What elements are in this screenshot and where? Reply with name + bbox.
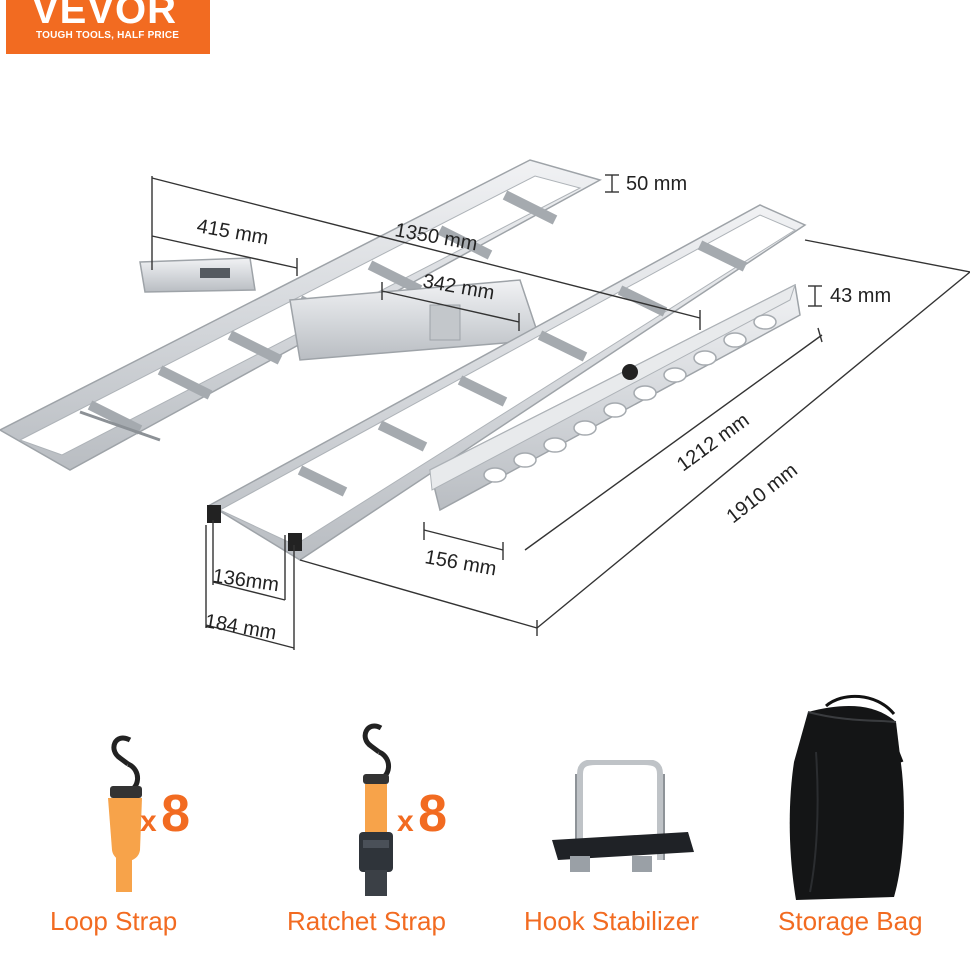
brand-logo: VEVOR TOUGH TOOLS, HALF PRICE — [6, 0, 210, 54]
dim-arm-length: 415 mm — [195, 215, 270, 249]
dim-channel-inner: 136mm — [211, 565, 280, 596]
loop-strap-icon — [108, 735, 142, 892]
hook-stabilizer-icon — [552, 760, 694, 872]
storage-bag-label: Storage Bag — [778, 906, 923, 936]
dim-ramp-length: 1212 mm — [673, 409, 753, 476]
hook-stabilizer-label: Hook Stabilizer — [524, 906, 699, 936]
brand-tagline: TOUGH TOOLS, HALF PRICE — [36, 30, 180, 41]
dim-ramp-width: 156 mm — [423, 546, 498, 580]
hitch-bar — [139, 257, 542, 361]
brand-name: VEVOR — [32, 0, 178, 32]
storage-bag-icon — [789, 694, 904, 900]
loop-strap-label: Loop Strap — [50, 906, 178, 936]
dimension-lines — [151, 174, 970, 650]
dim-ramp-height: 43 mm — [830, 285, 891, 307]
dim-rail-length: 1910 mm — [723, 459, 802, 528]
carrier-diagram: 415 mm 1350 mm 342 mm 50 mm 43 mm 1212 m… — [0, 159, 970, 650]
ratchet-strap-icon — [359, 723, 393, 896]
dim-channel-outer: 184 mm — [203, 610, 278, 644]
right-rail — [207, 204, 807, 561]
ratchet-strap-quantity: x 8 — [397, 785, 448, 843]
ratchet-strap-label: Ratchet Strap — [287, 906, 446, 936]
loop-strap-quantity: x 8 — [140, 785, 191, 843]
loading-ramp — [429, 283, 801, 512]
dim-rail-height: 50 mm — [626, 173, 687, 195]
